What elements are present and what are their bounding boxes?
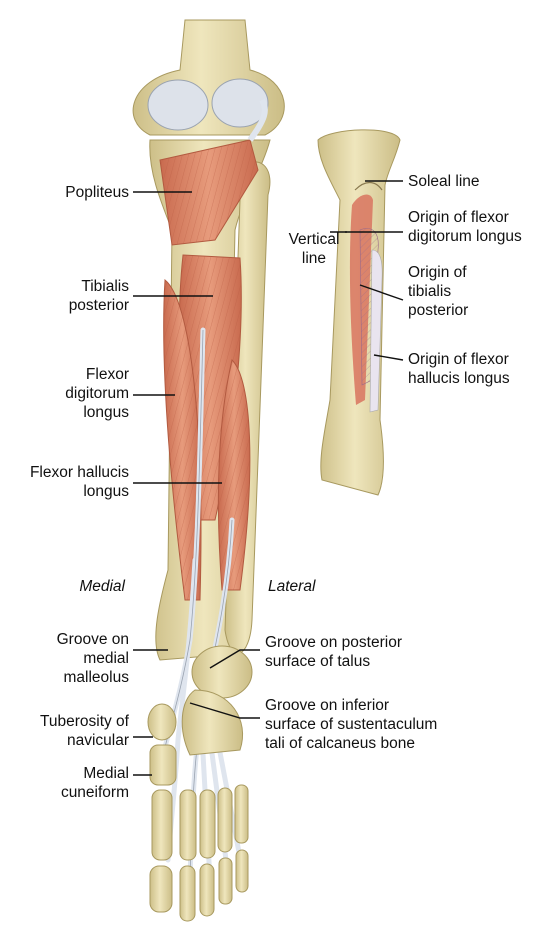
- label-line: Vertical: [288, 231, 340, 248]
- label-soleal-line: Soleal line: [408, 172, 480, 191]
- leader-lines: [133, 180, 404, 776]
- label-line: Soleal line: [408, 173, 480, 190]
- label-line: medial: [83, 650, 129, 667]
- label-groove-sustentaculum: Groove on inferior surface of sustentacu…: [265, 696, 437, 753]
- label-popliteus: Popliteus: [0, 183, 129, 202]
- inset-soleal-line: [354, 181, 383, 191]
- label-vertical-line: Vertical line: [286, 230, 342, 268]
- label-line: navicular: [66, 732, 129, 749]
- label-line: tali of calcaneus bone: [265, 735, 415, 752]
- label-line: Tibialis: [81, 278, 129, 295]
- label-origin-tp: Origin of tibialis posterior: [408, 263, 468, 320]
- label-origin-fdl: Origin of flexor digitorum longus: [408, 208, 522, 246]
- label-line: surface of sustentaculum: [265, 716, 438, 733]
- label-line: digitorum: [65, 385, 129, 402]
- leader-origin-fhl: [373, 354, 404, 361]
- metatarsals: [151, 784, 249, 861]
- label-origin-fhl: Origin of flexor hallucis longus: [408, 350, 510, 388]
- leader-origin-tp: [359, 284, 404, 301]
- label-lateral: Lateral: [268, 577, 315, 596]
- label-line: Groove on posterior: [265, 634, 402, 651]
- label-flexor-digitorum-longus: Flexor digitorum longus: [0, 365, 129, 422]
- label-line: longus: [83, 483, 129, 500]
- femoral-condyle-medial: [147, 79, 209, 131]
- label-line: malleolus: [63, 669, 129, 686]
- femoral-condyle-lateral: [211, 78, 269, 128]
- label-line: Flexor hallucis: [29, 464, 129, 481]
- label-line: Medial: [83, 765, 129, 782]
- label-tuberosity-navicular: Tuberosity of navicular: [0, 712, 129, 750]
- label-groove-medial-malleolus: Groove on medial malleolus: [0, 630, 129, 687]
- leader-groove-talus: [209, 649, 260, 669]
- label-medial-cuneiform: Medial cuneiform: [0, 764, 129, 802]
- navicular-bone: [147, 703, 177, 741]
- label-line: Groove on: [56, 631, 129, 648]
- medial-cuneiform-bone: [149, 744, 177, 786]
- label-line: surface of talus: [265, 653, 371, 670]
- calcaneus-bone: [181, 689, 244, 756]
- label-line: posterior: [68, 297, 129, 314]
- label-popliteus-line: Popliteus: [65, 184, 129, 201]
- label-line: posterior: [408, 302, 469, 319]
- inset-tibia-drawing: [317, 129, 401, 496]
- label-line: cuneiform: [60, 784, 129, 801]
- label-line: Origin of: [408, 264, 467, 281]
- label-line: line: [301, 250, 327, 267]
- label-line: Flexor: [85, 366, 129, 383]
- label-line: tibialis: [408, 283, 452, 300]
- main-leg-drawing: [132, 19, 285, 922]
- label-line: Origin of flexor: [408, 209, 509, 226]
- label-line: Origin of flexor: [408, 351, 509, 368]
- label-line: Tuberosity of: [39, 713, 129, 730]
- label-line: longus: [83, 404, 129, 421]
- inset-fhl-origin: [369, 249, 383, 413]
- label-line: digitorum longus: [408, 228, 522, 245]
- phalanges: [149, 849, 249, 922]
- leader-groove-sustentaculum: [189, 702, 260, 719]
- label-groove-talus: Groove on posterior surface of talus: [265, 633, 402, 671]
- label-line: Lateral: [268, 578, 316, 595]
- label-line: Groove on inferior: [265, 697, 390, 714]
- label-flexor-hallucis-longus: Flexor hallucis longus: [0, 463, 129, 501]
- label-tibialis-posterior: Tibialis posterior: [0, 277, 129, 315]
- label-line: Medial: [79, 578, 125, 595]
- popliteus-tendon: [247, 98, 268, 142]
- label-medial: Medial: [0, 577, 125, 596]
- label-line: hallucis longus: [408, 370, 510, 387]
